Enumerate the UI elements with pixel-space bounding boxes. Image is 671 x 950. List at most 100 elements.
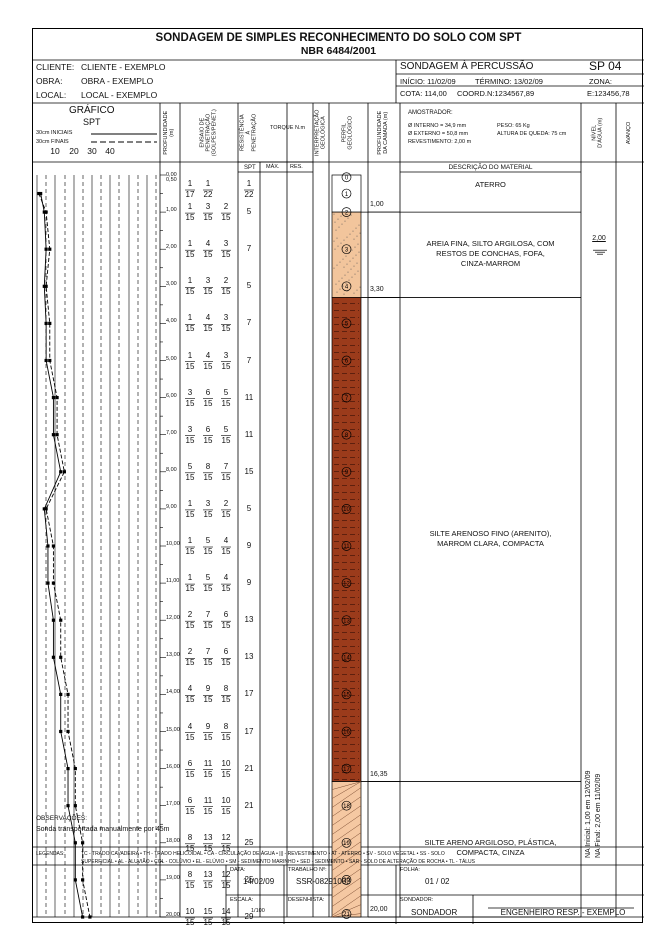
blow-penetration: 15 bbox=[185, 213, 195, 223]
blow-penetration: 15 bbox=[221, 472, 231, 482]
sheet-number-label: FOLHA: bbox=[400, 867, 420, 873]
sp-code: SP 04 bbox=[589, 59, 622, 73]
sand-dot bbox=[349, 260, 351, 262]
spt-point bbox=[59, 655, 63, 659]
depth-label: 8,00 bbox=[166, 466, 177, 473]
depth-label: 11,00 bbox=[166, 578, 180, 585]
sand-dot bbox=[359, 286, 361, 288]
blow-count-top: 3 bbox=[187, 424, 193, 434]
material-description: AREIA FINA, SILTO ARGILOSA, COM bbox=[426, 238, 555, 248]
spt-point bbox=[51, 655, 56, 659]
sand-dot bbox=[348, 279, 350, 281]
spt-value: 13 bbox=[244, 652, 254, 662]
layer-depth-label: 1,00 bbox=[370, 201, 384, 209]
clay-hatch bbox=[331, 814, 362, 835]
coord-n: N:1234567,89 bbox=[487, 89, 535, 98]
blow-penetration: 15 bbox=[185, 806, 195, 816]
blow-count-top: 1 bbox=[187, 498, 193, 508]
spt-value: 17 bbox=[244, 689, 254, 699]
blow-penetration: 15 bbox=[221, 547, 231, 556]
blow-penetration: 15 bbox=[185, 695, 195, 705]
sand-dot bbox=[333, 240, 335, 242]
depth-label: 19,00 bbox=[166, 874, 180, 881]
material-description: CINZA-MARROM bbox=[460, 258, 521, 268]
clay-hatch bbox=[331, 859, 362, 880]
sand-dot bbox=[351, 276, 353, 278]
spt-point bbox=[44, 321, 48, 325]
spt-value: 25 bbox=[244, 837, 254, 847]
depth-header: PROFUNDIDADE (m) bbox=[160, 105, 180, 161]
sand-dot bbox=[355, 254, 357, 256]
blow-count-top: 13 bbox=[203, 869, 213, 879]
depth-label: 12,00 bbox=[166, 615, 180, 622]
sample-marker bbox=[341, 615, 352, 626]
sample-marker bbox=[341, 578, 352, 588]
blow-penetration: 15 bbox=[221, 769, 231, 779]
spt-value: 5 bbox=[246, 281, 252, 291]
client-label: CLIENTE: bbox=[36, 62, 75, 72]
spt-point bbox=[81, 878, 85, 882]
clay-hatch bbox=[331, 787, 362, 808]
sand-dot bbox=[343, 266, 345, 268]
blow-penetration: 15 bbox=[185, 547, 195, 556]
blow-penetration: 15 bbox=[221, 918, 231, 927]
spt-point bbox=[73, 878, 77, 882]
blow-count-top: 12 bbox=[221, 869, 231, 879]
depth-label: 7,00 bbox=[166, 429, 177, 436]
sand-dot bbox=[352, 257, 354, 259]
sand-dot bbox=[354, 273, 356, 275]
blow-penetration: 15 bbox=[221, 584, 231, 594]
spt-value: 15 bbox=[244, 466, 254, 476]
end-date: TÉRMINO: 13/02/09 bbox=[475, 77, 543, 86]
blow-penetration: 15 bbox=[203, 324, 213, 334]
spt-value: 21 bbox=[244, 763, 254, 773]
spt-point bbox=[42, 507, 46, 511]
spt-point bbox=[42, 284, 46, 288]
sample-marker bbox=[341, 429, 352, 440]
water-level-value: 2,00 bbox=[592, 235, 606, 243]
blow-count-top: 7 bbox=[205, 647, 211, 657]
sand-dot bbox=[333, 213, 335, 215]
spt-point bbox=[59, 470, 63, 474]
blow-penetration: 15 bbox=[221, 658, 231, 668]
clay-hatch bbox=[331, 781, 362, 790]
graph-subtitle: SPT bbox=[83, 117, 101, 127]
sand-dot bbox=[342, 285, 344, 287]
sand-dot bbox=[335, 283, 337, 285]
sand-dot bbox=[358, 251, 360, 253]
blow-count-top: 4 bbox=[223, 573, 229, 583]
sand-dot bbox=[353, 238, 355, 240]
water-level-header-text: NÍVEL D'ÁGUA (m) bbox=[591, 117, 604, 149]
blow-count-top: 2 bbox=[187, 610, 193, 620]
sand-dot bbox=[350, 268, 352, 270]
sample-marker bbox=[341, 172, 352, 183]
job-value: SSR-08291003 bbox=[296, 877, 351, 886]
profile-layer bbox=[331, 211, 362, 298]
blow-count-top: 11 bbox=[203, 758, 213, 768]
blow-count-top: 1 bbox=[187, 179, 193, 188]
sand-dot bbox=[336, 291, 338, 293]
blow-penetration: 15 bbox=[221, 806, 231, 816]
engineer-signature: ENGENHEIRO RESP. - EXEMPLO bbox=[500, 908, 626, 917]
spt-point bbox=[44, 247, 48, 251]
sand-dot bbox=[354, 246, 356, 248]
blow-count-top: 7 bbox=[205, 610, 211, 620]
spt-value: 17 bbox=[244, 726, 254, 736]
sand-dot bbox=[336, 237, 338, 239]
spt-point bbox=[44, 284, 48, 288]
sand-dot bbox=[343, 293, 345, 295]
drawer-label: DESENHISTA: bbox=[288, 897, 325, 903]
start-date: INÍCIO: 11/02/09 bbox=[400, 77, 456, 86]
driller-value: SONDADOR bbox=[411, 908, 458, 917]
legend-initial: 30cm INICIAIS bbox=[36, 130, 73, 136]
sample-number: 3 bbox=[345, 247, 349, 253]
blow-count-top: 4 bbox=[205, 313, 211, 323]
spt-value: 29 bbox=[244, 912, 254, 921]
spt-point bbox=[51, 581, 56, 585]
hammer-weight: PESO: 65 Kg bbox=[497, 123, 530, 129]
sand-dot bbox=[339, 261, 341, 263]
torque-max-header: MÁX. bbox=[266, 164, 280, 170]
sand-dot bbox=[352, 230, 354, 232]
blow-penetration: 15 bbox=[221, 880, 231, 890]
spt-value: 5 bbox=[246, 207, 252, 217]
